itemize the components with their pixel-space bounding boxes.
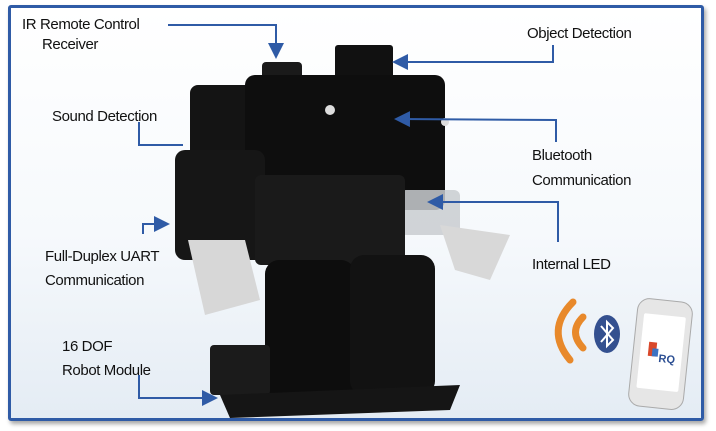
label-line: Communication <box>45 272 145 289</box>
label-dof: 16 DOF Robot Module <box>62 338 151 380</box>
arrow-uart <box>142 216 170 234</box>
label-internal-led: Internal LED <box>532 256 611 273</box>
arrow-bluetooth <box>394 111 557 142</box>
arrow-ir <box>168 24 284 59</box>
arrow-dof <box>138 375 218 406</box>
label-uart: Full-Duplex UART Communication <box>45 248 160 290</box>
label-line: Full-Duplex UART <box>45 248 160 265</box>
label-object-detection: Object Detection <box>527 25 632 42</box>
label-line: Bluetooth <box>532 147 592 164</box>
arrow-led <box>427 194 559 242</box>
arrow-sound <box>138 122 183 146</box>
label-ir-remote: IR Remote Control Receiver <box>22 16 140 54</box>
phone-logo: RQ <box>658 353 676 367</box>
label-line: Communication <box>532 172 632 189</box>
signal-icon <box>554 298 587 364</box>
robot-image <box>175 45 510 418</box>
phone-icon <box>628 298 693 410</box>
label-bluetooth: Bluetooth Communication <box>532 147 631 190</box>
label-line: IR Remote Control <box>22 16 140 33</box>
label-sound-detection: Sound Detection <box>52 108 157 125</box>
label-line: Robot Module <box>62 362 151 379</box>
label-line: Receiver <box>42 36 98 53</box>
bluetooth-icon <box>594 315 620 353</box>
arrow-object <box>392 45 554 70</box>
label-line: 16 DOF <box>62 338 113 355</box>
